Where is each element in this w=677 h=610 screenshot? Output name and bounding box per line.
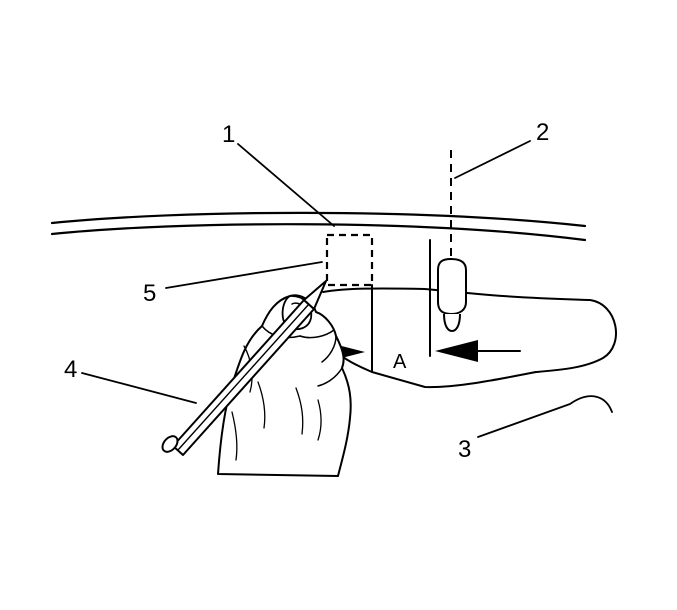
callout-2: 2 xyxy=(536,119,549,146)
leader-lines xyxy=(81,140,613,438)
mark-area-box xyxy=(325,233,374,287)
callout-4: 4 xyxy=(64,356,77,383)
pencil xyxy=(161,280,327,456)
arrow-left xyxy=(435,340,521,362)
callout-3: 3 xyxy=(458,436,471,463)
callout-5: 5 xyxy=(143,280,156,307)
trim-panel xyxy=(322,287,617,389)
dimension-label: A xyxy=(393,351,407,373)
roof-edge xyxy=(50,211,587,242)
light-fixture xyxy=(437,257,467,333)
callout-1: 1 xyxy=(222,121,235,148)
